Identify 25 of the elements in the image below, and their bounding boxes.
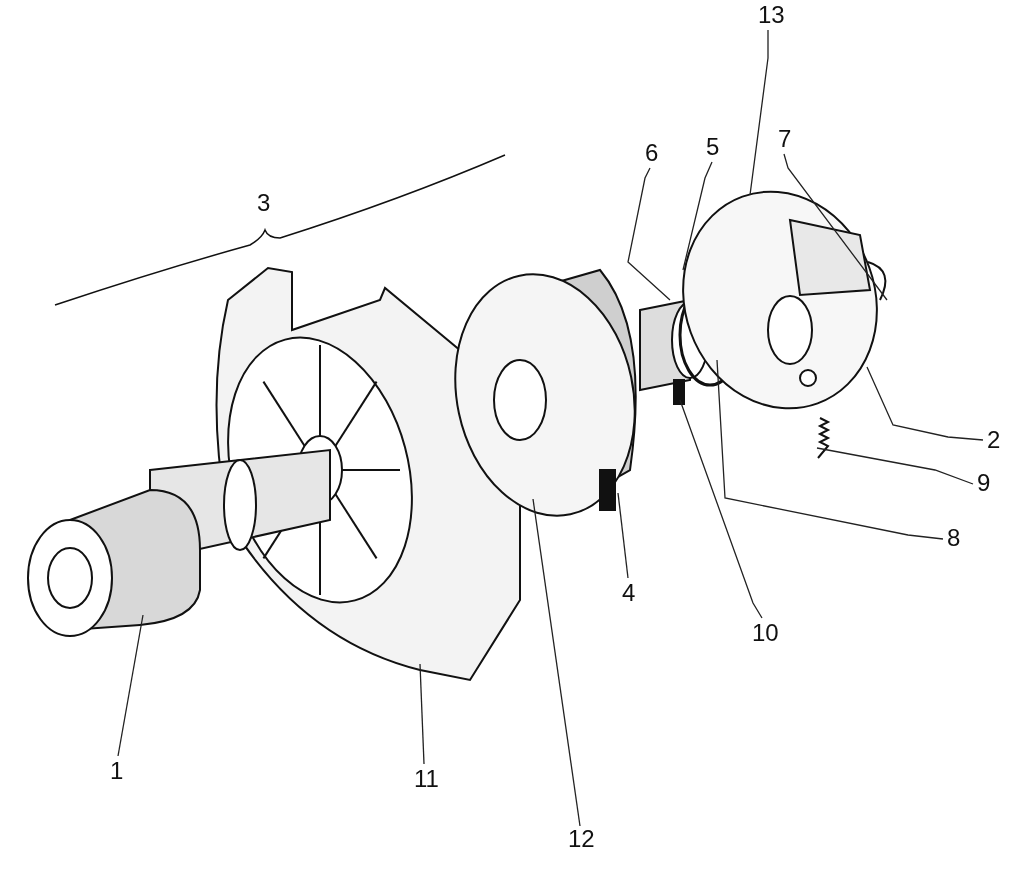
callout-number: 11: [412, 766, 441, 792]
leader-line: [419, 663, 425, 765]
leader-line: [682, 161, 713, 271]
callout-number: 13: [756, 2, 787, 28]
callout-number: 5: [704, 134, 722, 160]
callout-number: 2: [985, 427, 1003, 453]
leader-line: [783, 153, 888, 301]
leader-line: [816, 447, 974, 485]
leader-line: [679, 399, 763, 619]
callout-number: 4: [620, 580, 638, 606]
callout-number: 9: [975, 470, 993, 496]
leader-line: [749, 29, 769, 196]
callout-number: 10: [750, 620, 781, 646]
callout-number: 8: [945, 525, 963, 551]
leader-line: [716, 359, 944, 540]
callout-number: 1: [108, 758, 126, 784]
leader-line: [627, 167, 671, 301]
leader-line: [617, 492, 629, 579]
callout-number: 7: [776, 126, 794, 152]
leader-line: [532, 498, 581, 827]
callout-number: 6: [643, 140, 661, 166]
leader-line: [117, 614, 144, 757]
leader-line: [866, 366, 984, 441]
callout-number: 3: [256, 190, 272, 216]
callout-number: 12: [566, 826, 597, 852]
